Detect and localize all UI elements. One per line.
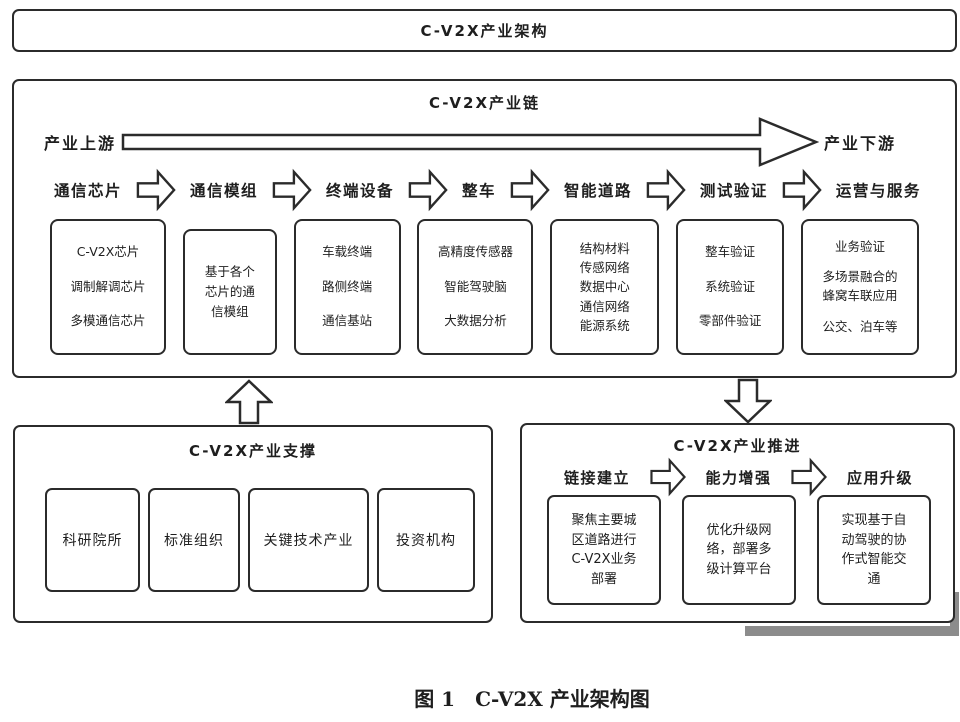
chain-boxes-row: C-V2X芯片 调制解调芯片 多模通信芯片 基于各个芯片的通信模组 车载终端 路… xyxy=(50,219,919,355)
category-box-operations: 业务验证 多场景融合的蜂窝车联应用 公交、泊车等 xyxy=(800,219,919,355)
chain-item: 多场景融合的蜂窝车联应用 xyxy=(822,269,898,303)
support-item-label: 关键技术产业 xyxy=(263,533,354,549)
category-box-testing: 整车验证 系统验证 零部件验证 xyxy=(676,219,785,355)
chain-item: 调制解调芯片 xyxy=(70,278,146,294)
category-label-modules: 通信模组 xyxy=(189,182,258,200)
promotion-title: C-V2X产业推进 xyxy=(673,437,802,455)
chain-box: C-V2X产业链 产业上游 产业下游 通信芯片 通信模组 终端设备 整车 智能道… xyxy=(12,79,957,378)
stage-label-capability: 能力增强 xyxy=(705,468,772,487)
chain-item: 整车验证 xyxy=(705,244,756,260)
chain-item: 基于各个芯片的通信模组 xyxy=(204,264,255,319)
support-item-box: 关键技术产业 xyxy=(248,488,369,592)
support-item-box: 标准组织 xyxy=(148,488,240,592)
chain-item: 传感网络 xyxy=(579,259,630,275)
category-label-vehicle: 整车 xyxy=(461,182,496,200)
figure-caption: 图 1 C-V2X 产业架构图 xyxy=(414,687,650,711)
flow-arrow-icon xyxy=(510,168,550,212)
down-arrow-icon xyxy=(724,378,772,424)
chain-item: 通信网络 xyxy=(579,298,630,314)
flow-arrow-icon xyxy=(272,168,312,212)
stage-arrow-icon xyxy=(650,457,686,497)
downstream-label: 产业下游 xyxy=(824,134,897,153)
figure-title: C-V2X产业架构 xyxy=(420,22,549,40)
stage-desc-box: 优化升级网络，部署多级计算平台 xyxy=(682,495,796,605)
chain-title: C-V2X产业链 xyxy=(428,94,541,112)
support-title: C-V2X产业支撑 xyxy=(188,442,318,460)
upstream-downstream-row: 产业上游 产业下游 xyxy=(44,114,896,170)
chain-item: 多模通信芯片 xyxy=(70,313,146,329)
stage-desc-box: 实现基于自动驾驶的协作式智能交通 xyxy=(817,495,931,605)
chain-item: 路侧终端 xyxy=(322,278,373,294)
main-flow-arrow-icon xyxy=(121,117,820,167)
stage-desc: 优化升级网络，部署多级计算平台 xyxy=(706,522,772,577)
top-title-box: C-V2X产业架构 xyxy=(12,9,957,52)
promotion-desc-row: 聚焦主要城区道路进行C-V2X业务部署 优化升级网络，部署多级计算平台 实现基于… xyxy=(547,495,931,605)
support-items-row: 科研院所 标准组织 关键技术产业 投资机构 xyxy=(45,488,475,592)
promotion-box: C-V2X产业推进 链接建立 能力增强 应用升级 聚焦主要城区道路进行C-V2X… xyxy=(520,423,955,623)
chain-item: 数据中心 xyxy=(579,279,630,295)
chain-item: C-V2X芯片 xyxy=(76,244,140,260)
chain-item: 结构材料 xyxy=(579,240,630,256)
support-item-box: 科研院所 xyxy=(45,488,140,592)
support-item-label: 科研院所 xyxy=(62,533,123,549)
chain-item: 智能驾驶脑 xyxy=(444,278,507,294)
chain-item: 高精度传感器 xyxy=(437,244,513,260)
support-box: C-V2X产业支撑 科研院所 标准组织 关键技术产业 投资机构 xyxy=(13,425,493,623)
upstream-label: 产业上游 xyxy=(44,134,117,153)
category-box-modules: 基于各个芯片的通信模组 xyxy=(182,229,277,355)
chain-item: 公交、泊车等 xyxy=(822,318,898,334)
stage-desc: 聚焦主要城区道路进行C-V2X业务部署 xyxy=(571,513,637,587)
up-arrow-icon xyxy=(225,379,273,425)
promotion-stage-row: 链接建立 能力增强 应用升级 xyxy=(564,456,913,498)
category-label-chips: 通信芯片 xyxy=(54,182,123,200)
category-label-smart-road: 智能道路 xyxy=(563,182,632,200)
flow-arrow-icon xyxy=(408,168,448,212)
support-item-label: 标准组织 xyxy=(164,533,224,549)
stage-desc: 实现基于自动驾驶的协作式智能交通 xyxy=(841,513,907,587)
stage-label-application: 应用升级 xyxy=(846,468,913,487)
chain-item: 零部件验证 xyxy=(698,313,762,329)
promotion-shadow-bottom xyxy=(745,626,959,636)
category-label-testing: 测试验证 xyxy=(699,182,768,200)
support-item-box: 投资机构 xyxy=(377,488,475,592)
chain-item: 通信基站 xyxy=(322,313,373,329)
flow-arrow-icon xyxy=(136,168,176,212)
category-label-terminals: 终端设备 xyxy=(325,182,394,200)
chain-category-row: 通信芯片 通信模组 终端设备 整车 智能道路 测试验证 运营与服务 xyxy=(54,167,921,213)
stage-arrow-icon xyxy=(791,457,828,497)
chain-item: 业务验证 xyxy=(834,239,885,254)
category-box-terminals: 车载终端 路侧终端 通信基站 xyxy=(293,219,401,355)
chain-item: 能源系统 xyxy=(579,318,630,334)
category-box-chips: C-V2X芯片 调制解调芯片 多模通信芯片 xyxy=(50,219,166,355)
chain-item: 大数据分析 xyxy=(444,313,507,329)
category-box-vehicle: 高精度传感器 智能驾驶脑 大数据分析 xyxy=(417,219,534,355)
flow-arrow-icon xyxy=(782,168,822,212)
flow-arrow-icon xyxy=(646,168,686,212)
category-label-operations: 运营与服务 xyxy=(835,182,921,200)
category-box-smart-road: 结构材料 传感网络 数据中心 通信网络 能源系统 xyxy=(550,219,660,355)
support-item-label: 投资机构 xyxy=(396,533,456,549)
chain-item: 系统验证 xyxy=(705,278,756,294)
chain-item: 车载终端 xyxy=(322,244,373,260)
stage-label-link: 链接建立 xyxy=(564,468,631,487)
stage-desc-box: 聚焦主要城区道路进行C-V2X业务部署 xyxy=(547,495,661,605)
